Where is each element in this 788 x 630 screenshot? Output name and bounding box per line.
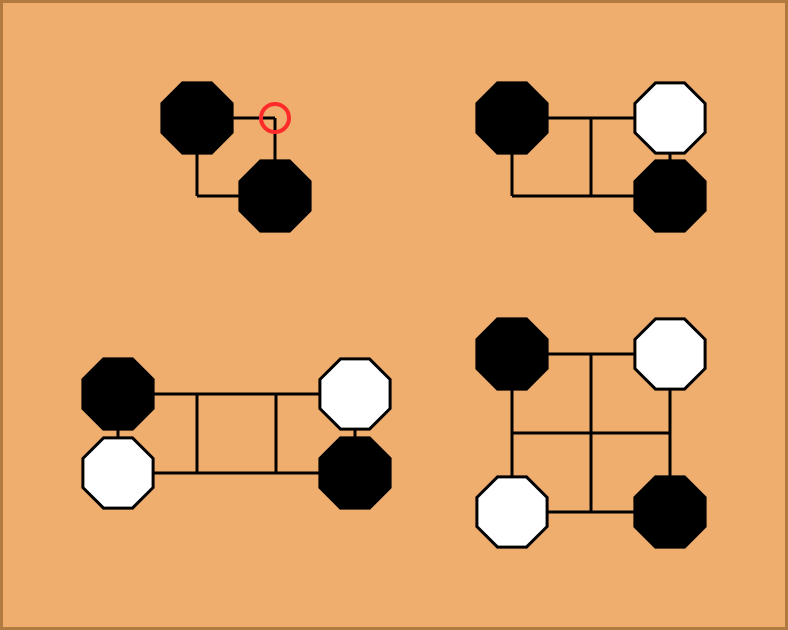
white-stone[interactable] — [318, 357, 392, 431]
white-stone[interactable] — [475, 475, 549, 549]
diagram-1 — [160, 81, 312, 233]
white-stone[interactable] — [81, 436, 155, 510]
diagram-4 — [475, 317, 707, 549]
black-stone[interactable] — [475, 81, 549, 155]
white-stone[interactable] — [633, 81, 707, 155]
diagram-layer — [81, 81, 707, 549]
marker-circle-icon — [259, 102, 291, 134]
black-stone[interactable] — [81, 357, 155, 431]
black-stone[interactable] — [633, 159, 707, 233]
diagram-2 — [475, 81, 707, 233]
black-stone[interactable] — [318, 436, 392, 510]
black-stone[interactable] — [475, 317, 549, 391]
diagram-3 — [81, 357, 392, 510]
black-stone[interactable] — [238, 159, 312, 233]
black-stone[interactable] — [633, 475, 707, 549]
black-stone[interactable] — [160, 81, 234, 155]
white-stone[interactable] — [633, 317, 707, 391]
